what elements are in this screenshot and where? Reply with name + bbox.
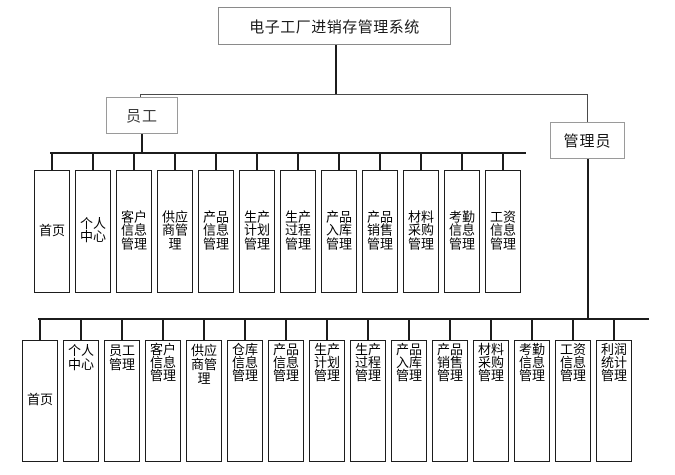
admin-menu-item[interactable]: 考勤信息管理 [514, 340, 550, 462]
connector-to-employee [140, 94, 141, 98]
leaf-label: 客户信息管理 [120, 209, 147, 253]
connector-employee-menu-drop [297, 153, 299, 170]
connector-admin-menu-drop [613, 319, 615, 340]
connector-admin-menu-drop [121, 319, 123, 340]
connector-admin-menu-drop [203, 319, 205, 340]
connector-admin-stem [587, 159, 589, 319]
connector-admin-menu-drop [80, 319, 82, 340]
role-node-employee: 员工 [106, 97, 178, 134]
leaf-label: 产品信息管理 [272, 343, 299, 384]
leaf-label: 首页 [26, 393, 53, 409]
employee-menu-item[interactable]: 考勤信息管理 [444, 170, 480, 293]
leaf-label: 生产计划管理 [243, 209, 270, 253]
leaf-label: 员工管理 [108, 344, 135, 373]
admin-menu-item[interactable]: 生产过程管理 [350, 340, 386, 462]
connector-employee-stem [141, 134, 143, 153]
connector-admin-menu-drop [244, 319, 246, 340]
leaf-label: 供应商管理 [161, 209, 188, 253]
connector-admin-menu-drop [531, 319, 533, 340]
connector-admin-menu-drop [367, 319, 369, 340]
connector-employee-menu-drop [133, 153, 135, 170]
employee-menu-item[interactable]: 产品入库管理 [321, 170, 357, 293]
leaf-label: 首页 [38, 223, 65, 239]
connector-employee-menu-drop [461, 153, 463, 170]
connector-level1-bus [140, 94, 588, 95]
leaf-label: 考勤信息管理 [518, 343, 545, 384]
admin-menu-item[interactable]: 仓库信息管理 [227, 340, 263, 462]
employee-menu-item[interactable]: 个人中心 [75, 170, 111, 293]
connector-employee-menu-drop [174, 153, 176, 170]
employee-menu-item[interactable]: 产品销售管理 [362, 170, 398, 293]
admin-menu-item[interactable]: 个人中心 [63, 340, 99, 462]
connector-to-admin [587, 94, 588, 123]
connector-employee-menu-drop [215, 153, 217, 170]
employee-menu-item[interactable]: 工资信息管理 [485, 170, 521, 293]
admin-menu-item[interactable]: 客户信息管理 [145, 340, 181, 462]
leaf-label: 客户信息管理 [149, 343, 176, 384]
connector-admin-menu-drop [572, 319, 574, 340]
admin-menu-item[interactable]: 材料采购管理 [473, 340, 509, 462]
employee-menu-item[interactable]: 材料采购管理 [403, 170, 439, 293]
leaf-label: 仓库信息管理 [231, 343, 258, 384]
connector-employee-menu-drop [338, 153, 340, 170]
connector-admin-menu-drop [490, 319, 492, 340]
connector-employee-menu-drop [51, 153, 53, 170]
admin-menu-item[interactable]: 产品信息管理 [268, 340, 304, 462]
leaf-label: 生产计划管理 [313, 343, 340, 384]
leaf-label: 材料采购管理 [477, 343, 504, 384]
leaf-label: 考勤信息管理 [448, 209, 475, 253]
admin-menu-item[interactable]: 工资信息管理 [555, 340, 591, 462]
connector-admin-menu-drop [162, 319, 164, 340]
leaf-label: 产品销售管理 [436, 343, 463, 384]
connector-employee-menu-drop [420, 153, 422, 170]
employee-menu-item[interactable]: 首页 [34, 170, 70, 293]
admin-menu-item[interactable]: 员工管理 [104, 340, 140, 462]
employee-menu-item[interactable]: 产品信息管理 [198, 170, 234, 293]
employee-menu-item[interactable]: 生产过程管理 [280, 170, 316, 293]
role-node-admin: 管理员 [550, 122, 625, 159]
admin-menu-item[interactable]: 供应商管理 [186, 340, 222, 462]
leaf-label: 材料采购管理 [407, 209, 434, 253]
connector-employee-menu-drop [92, 153, 94, 170]
leaf-label: 产品信息管理 [202, 209, 229, 253]
admin-menu-item[interactable]: 利润统计管理 [596, 340, 632, 462]
leaf-label: 产品入库管理 [325, 209, 352, 253]
connector-admin-menu-bus [38, 318, 649, 320]
leaf-label: 个人中心 [79, 216, 106, 246]
connector-admin-menu-drop [285, 319, 287, 340]
employee-menu-item[interactable]: 客户信息管理 [116, 170, 152, 293]
admin-menu-item[interactable]: 首页 [22, 340, 58, 462]
connector-admin-menu-drop [326, 319, 328, 340]
connector-employee-menu-drop [379, 153, 381, 170]
leaf-label: 产品销售管理 [366, 209, 393, 253]
connector-admin-menu-drop [449, 319, 451, 340]
leaf-label: 生产过程管理 [354, 343, 381, 384]
connector-employee-menu-bus [50, 152, 526, 154]
leaf-label: 供应商管理 [190, 344, 217, 387]
employee-menu-item[interactable]: 供应商管理 [157, 170, 193, 293]
leaf-label: 产品入库管理 [395, 343, 422, 384]
connector-admin-menu-drop [408, 319, 410, 340]
root-node-system-title: 电子工厂进销存管理系统 [218, 7, 451, 45]
leaf-label: 个人中心 [67, 344, 94, 373]
employee-menu-item[interactable]: 生产计划管理 [239, 170, 275, 293]
connector-root-stem [335, 45, 337, 95]
leaf-label: 利润统计管理 [600, 343, 627, 384]
connector-admin-menu-drop [39, 319, 41, 340]
admin-menu-item[interactable]: 生产计划管理 [309, 340, 345, 462]
leaf-label: 生产过程管理 [284, 209, 311, 253]
connector-employee-menu-drop [502, 153, 504, 170]
admin-menu-item[interactable]: 产品入库管理 [391, 340, 427, 462]
leaf-label: 工资信息管理 [559, 343, 586, 384]
admin-menu-item[interactable]: 产品销售管理 [432, 340, 468, 462]
connector-employee-menu-drop [256, 153, 258, 170]
leaf-label: 工资信息管理 [489, 209, 516, 253]
